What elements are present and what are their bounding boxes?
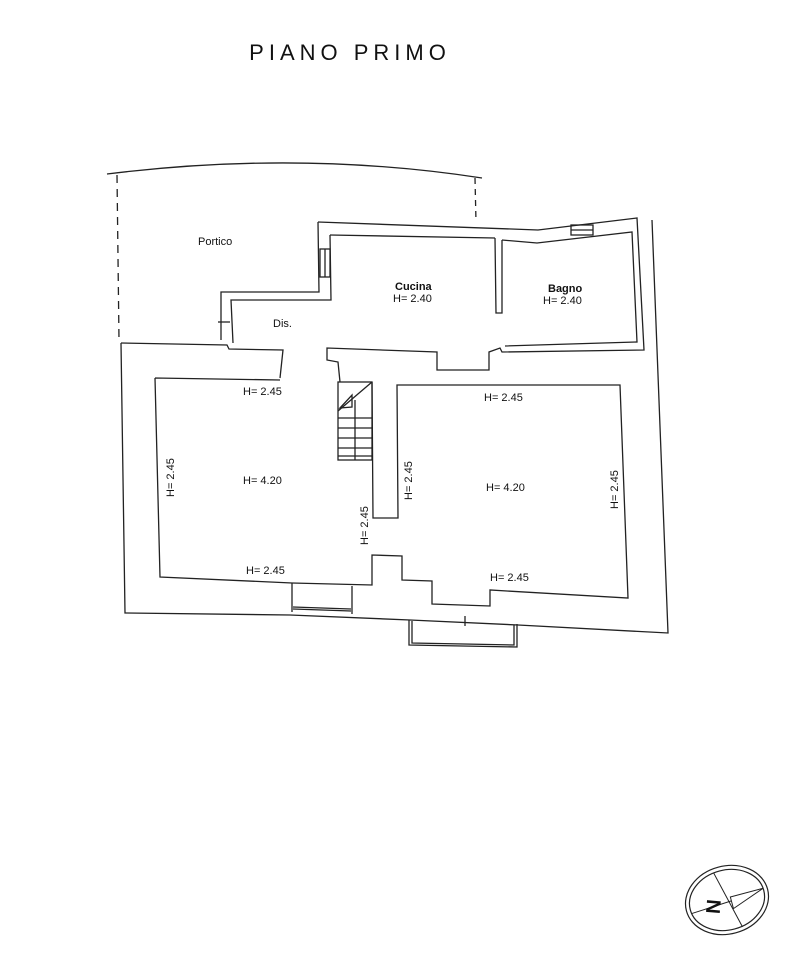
room-label-cucina: Cucina — [395, 281, 433, 293]
height-right-left: H= 2.45 — [403, 461, 415, 500]
room-label-dis: Dis. — [273, 318, 292, 330]
wall-inner-rooms — [154, 377, 629, 607]
window-bottom-left — [291, 583, 353, 614]
balcony — [408, 620, 518, 648]
room-label-bagno: Bagno — [548, 283, 583, 295]
portico-roof-line — [106, 162, 483, 179]
height-right-bottom: H= 2.45 — [490, 572, 529, 584]
room-label-portico: Portico — [198, 236, 232, 248]
compass-north-label: N — [703, 898, 726, 914]
height-left-top: H= 2.45 — [243, 386, 282, 398]
stair-arrow-icon — [338, 393, 353, 409]
partition-cucina-bagno — [494, 237, 503, 314]
plan-title: PIANO PRIMO — [249, 40, 451, 65]
wall-outer-top-left — [120, 342, 284, 379]
height-right-top: H= 2.45 — [484, 392, 523, 404]
portico-dashed-edge-left — [116, 174, 120, 341]
height-bagno: H= 2.40 — [543, 295, 582, 307]
compass-icon: N — [684, 864, 770, 936]
wall-outer-portico-side — [220, 221, 320, 340]
height-left-bottom: H= 2.45 — [246, 565, 285, 577]
height-right-right: H= 2.45 — [609, 470, 621, 509]
height-cucina: H= 2.40 — [393, 293, 432, 305]
wall-outer-upper — [317, 217, 645, 383]
wall-outer-lower — [120, 219, 669, 634]
height-left-left: H= 2.45 — [165, 458, 177, 497]
portico-dashed-edge-right — [474, 177, 477, 223]
height-right-center: H= 4.20 — [486, 482, 525, 494]
height-left-center: H= 4.20 — [243, 475, 282, 487]
wall-inner-cucina-bagno — [329, 231, 638, 347]
height-left-right: H= 2.45 — [359, 506, 371, 545]
